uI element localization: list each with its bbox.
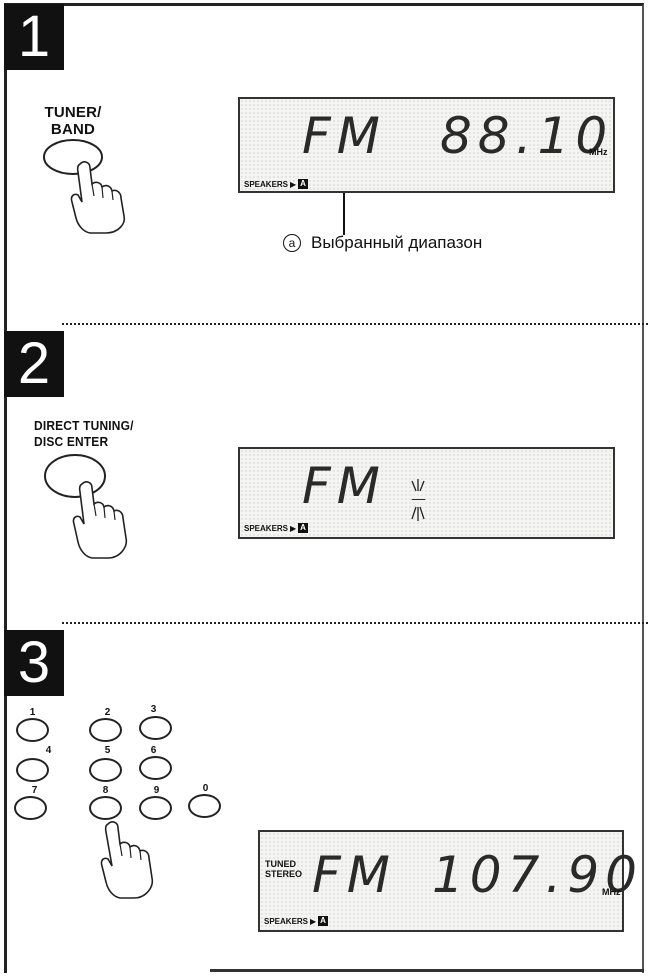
lcd-display-step3: TUNED STEREO FM 107.90 MHz SPEAKERS ▶ A <box>258 830 637 932</box>
arrow-right-icon: ▶ <box>290 523 297 533</box>
divider-2 <box>62 622 648 624</box>
arrow-right-icon: ▶ <box>310 916 317 926</box>
lcd-display-step1: FM 88.10 MHz SPEAKERS ▶ A <box>238 97 615 193</box>
key-9-label: 9 <box>153 785 160 796</box>
callout-line <box>343 193 345 235</box>
speakers-value: A <box>298 179 308 189</box>
key-6-label: 6 <box>150 745 157 756</box>
speakers-value: A <box>318 916 328 926</box>
key-9[interactable] <box>139 796 172 820</box>
divider-1 <box>62 323 648 325</box>
key-3-label: 3 <box>150 704 157 715</box>
key-7-label: 7 <box>31 785 38 796</box>
direct-tuning-button-press[interactable] <box>42 452 142 564</box>
band-readout: FM <box>302 457 386 515</box>
key-3[interactable] <box>139 716 172 740</box>
unit-label: MHz <box>589 147 608 157</box>
tuner-band-label-line2: BAND <box>50 121 96 138</box>
key-8[interactable] <box>89 796 122 820</box>
speakers-value: A <box>298 523 308 533</box>
step-3-badge: 3 <box>4 630 64 696</box>
key-1-label: 1 <box>29 707 36 718</box>
tuner-band-button-press[interactable] <box>40 138 140 238</box>
speakers-indicator: SPEAKERS ▶ A <box>244 523 308 533</box>
key-0-label: 0 <box>202 783 209 794</box>
indicator-tuned: TUNED <box>265 859 296 869</box>
hand-icon <box>70 161 126 234</box>
key-4[interactable] <box>16 758 49 782</box>
callout-selected-band: a Выбранный диапазон <box>283 233 482 253</box>
speakers-label: SPEAKERS <box>264 916 309 926</box>
page-frame <box>4 3 644 973</box>
tuned-stereo-indicator: TUNED STEREO <box>265 859 302 879</box>
arrow-right-icon: ▶ <box>290 179 297 189</box>
direct-tuning-label: DIRECT TUNING/ DISC ENTER <box>34 418 154 450</box>
key-6[interactable] <box>139 756 172 780</box>
speakers-indicator: SPEAKERS ▶ A <box>264 916 328 926</box>
frequency-readout: 107.90 <box>432 846 643 904</box>
step-1-badge: 1 <box>4 4 64 70</box>
lcd-display-step2: FM _ SPEAKERS ▶ A <box>238 447 615 539</box>
direct-tuning-button[interactable] <box>44 454 106 498</box>
tuner-band-button[interactable] <box>43 139 103 175</box>
key-2[interactable] <box>89 718 122 742</box>
band-readout: FM <box>302 107 386 165</box>
key-1[interactable] <box>16 718 49 742</box>
callout-text: Выбранный диапазон <box>311 233 483 252</box>
page-frame-bottom <box>210 969 644 972</box>
speakers-label: SPEAKERS <box>244 523 289 533</box>
hand-icon <box>72 481 128 559</box>
direct-tuning-label-line1: DIRECT TUNING/ <box>34 418 134 433</box>
frequency-readout: 88.10 <box>440 107 614 165</box>
callout-marker: a <box>283 234 301 252</box>
key-2-label: 2 <box>104 707 111 718</box>
step-2-badge: 2 <box>4 331 64 397</box>
band-readout: FM <box>312 846 396 904</box>
speakers-indicator: SPEAKERS ▶ A <box>244 179 308 189</box>
key-8-label: 8 <box>102 785 109 796</box>
tuner-band-label: TUNER/ BAND <box>38 104 108 138</box>
blink-rays-icon <box>411 479 425 521</box>
indicator-stereo: STEREO <box>265 869 303 879</box>
key-7[interactable] <box>14 796 47 820</box>
key-4-label: 4 <box>45 745 52 756</box>
key-0[interactable] <box>188 794 221 818</box>
hand-icon <box>100 821 154 899</box>
key-5-label: 5 <box>104 745 111 756</box>
tuner-band-label-line1: TUNER/ <box>44 104 102 121</box>
unit-label: MHz <box>602 887 621 897</box>
speakers-label: SPEAKERS <box>244 179 289 189</box>
direct-tuning-label-line2: DISC ENTER <box>34 434 109 449</box>
key-5[interactable] <box>89 758 122 782</box>
